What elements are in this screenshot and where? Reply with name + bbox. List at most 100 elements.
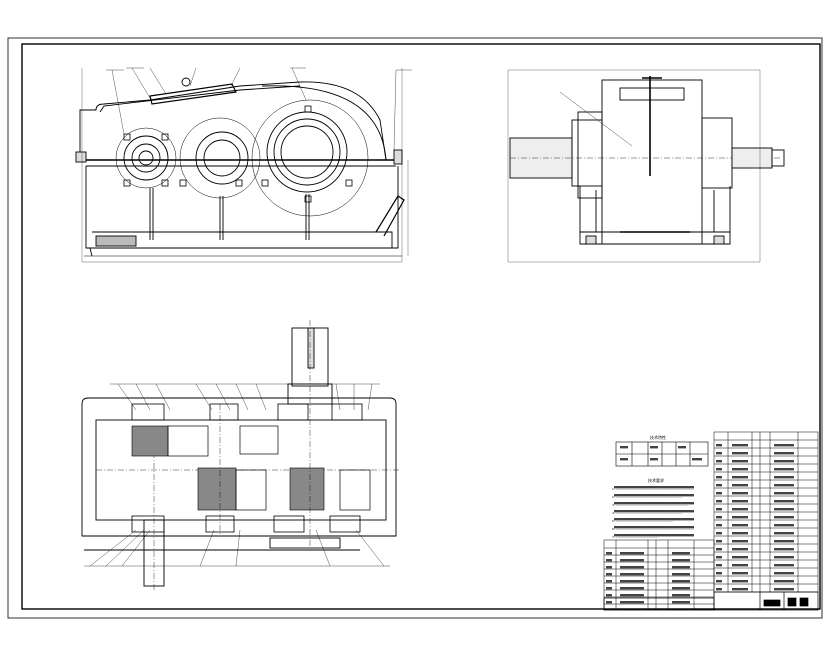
text-mark bbox=[774, 572, 794, 575]
text-mark bbox=[672, 559, 690, 562]
text-mark bbox=[732, 516, 748, 519]
text-mark bbox=[614, 486, 694, 489]
text-mark bbox=[732, 540, 748, 543]
text-mark bbox=[774, 564, 794, 567]
title-block bbox=[603, 591, 819, 611]
text-mark bbox=[732, 548, 748, 551]
text-mark bbox=[650, 446, 658, 449]
text-mark bbox=[732, 556, 748, 559]
text-mark bbox=[774, 588, 794, 591]
text-mark bbox=[606, 573, 612, 576]
text-mark bbox=[650, 458, 658, 461]
text-mark bbox=[732, 500, 748, 503]
text-mark bbox=[732, 532, 748, 535]
text-mark bbox=[692, 458, 702, 461]
text-mark bbox=[732, 460, 748, 463]
text-mark bbox=[606, 580, 612, 583]
text-mark bbox=[774, 500, 794, 503]
text-mark bbox=[716, 508, 722, 511]
text-mark bbox=[732, 580, 748, 583]
text-mark bbox=[606, 559, 612, 562]
tech-requirements: 技术要求 1. —————————————————————————— 2. ——… bbox=[612, 477, 694, 539]
text-mark bbox=[732, 444, 748, 447]
text-mark bbox=[774, 492, 794, 495]
text-mark bbox=[716, 580, 722, 583]
text-mark bbox=[716, 524, 722, 527]
tech-req-line: 5. ——————————————————— bbox=[612, 519, 673, 523]
text-mark bbox=[774, 468, 794, 471]
text-mark bbox=[620, 566, 644, 569]
text-mark bbox=[716, 460, 722, 463]
text-mark bbox=[716, 532, 722, 535]
text-mark bbox=[620, 587, 644, 590]
text-mark bbox=[732, 564, 748, 567]
side-view bbox=[507, 69, 785, 263]
inner-border bbox=[21, 43, 821, 610]
text-mark bbox=[716, 556, 722, 559]
text-mark bbox=[672, 552, 690, 555]
text-mark bbox=[620, 559, 644, 562]
text-mark bbox=[732, 508, 748, 511]
text-mark bbox=[716, 516, 722, 519]
text-mark bbox=[774, 460, 794, 463]
tech-req-line: 7. —————————————— bbox=[612, 535, 658, 539]
tech-req-line: 6. —————————————————————————— bbox=[612, 527, 694, 531]
text-mark bbox=[614, 534, 694, 537]
text-mark bbox=[614, 526, 694, 529]
text-mark bbox=[716, 500, 722, 503]
text-mark bbox=[606, 552, 612, 555]
text-mark bbox=[672, 601, 690, 604]
text-mark bbox=[716, 484, 722, 487]
text-mark bbox=[732, 484, 748, 487]
text-mark bbox=[614, 502, 694, 505]
text-mark bbox=[774, 548, 794, 551]
text-mark bbox=[620, 458, 628, 461]
text-mark bbox=[620, 446, 628, 449]
text-mark bbox=[716, 588, 722, 591]
text-mark bbox=[620, 580, 644, 583]
text-mark bbox=[732, 588, 748, 591]
text-mark bbox=[606, 566, 612, 569]
text-mark bbox=[716, 468, 722, 471]
text-mark bbox=[716, 540, 722, 543]
plan-section-view bbox=[81, 320, 400, 590]
text-mark bbox=[614, 518, 694, 521]
text-mark bbox=[716, 452, 722, 455]
text-mark bbox=[716, 564, 722, 567]
text-mark bbox=[732, 492, 748, 495]
text-mark bbox=[716, 548, 722, 551]
text-mark bbox=[774, 476, 794, 479]
text-mark bbox=[620, 601, 644, 604]
text-mark bbox=[774, 556, 794, 559]
text-mark bbox=[774, 580, 794, 583]
tech-req-line: 1. —————————————————————————— bbox=[612, 487, 694, 491]
text-mark bbox=[716, 492, 722, 495]
text-mark bbox=[678, 446, 686, 449]
text-mark bbox=[672, 594, 690, 597]
text-mark bbox=[774, 516, 794, 519]
text-mark bbox=[716, 476, 722, 479]
front-view bbox=[75, 67, 412, 263]
text-mark bbox=[732, 476, 748, 479]
text-mark bbox=[774, 444, 794, 447]
text-mark bbox=[732, 452, 748, 455]
text-mark bbox=[716, 444, 722, 447]
tech-req-line: 3. ———————————————————————— bbox=[612, 503, 688, 507]
text-mark bbox=[614, 510, 694, 513]
text-mark bbox=[606, 601, 612, 604]
parts-list bbox=[713, 431, 819, 593]
text-mark bbox=[774, 484, 794, 487]
text-mark bbox=[672, 587, 690, 590]
text-mark bbox=[774, 524, 794, 527]
tech-characteristics-table bbox=[615, 441, 709, 467]
text-mark bbox=[614, 494, 694, 497]
tech-req-title: 技术要求 bbox=[648, 477, 664, 483]
table-text-marks bbox=[606, 444, 794, 604]
text-mark bbox=[732, 524, 748, 527]
text-mark bbox=[620, 552, 644, 555]
text-mark bbox=[774, 508, 794, 511]
text-mark bbox=[672, 566, 690, 569]
text-mark bbox=[620, 573, 644, 576]
text-mark bbox=[732, 572, 748, 575]
text-mark bbox=[732, 468, 748, 471]
